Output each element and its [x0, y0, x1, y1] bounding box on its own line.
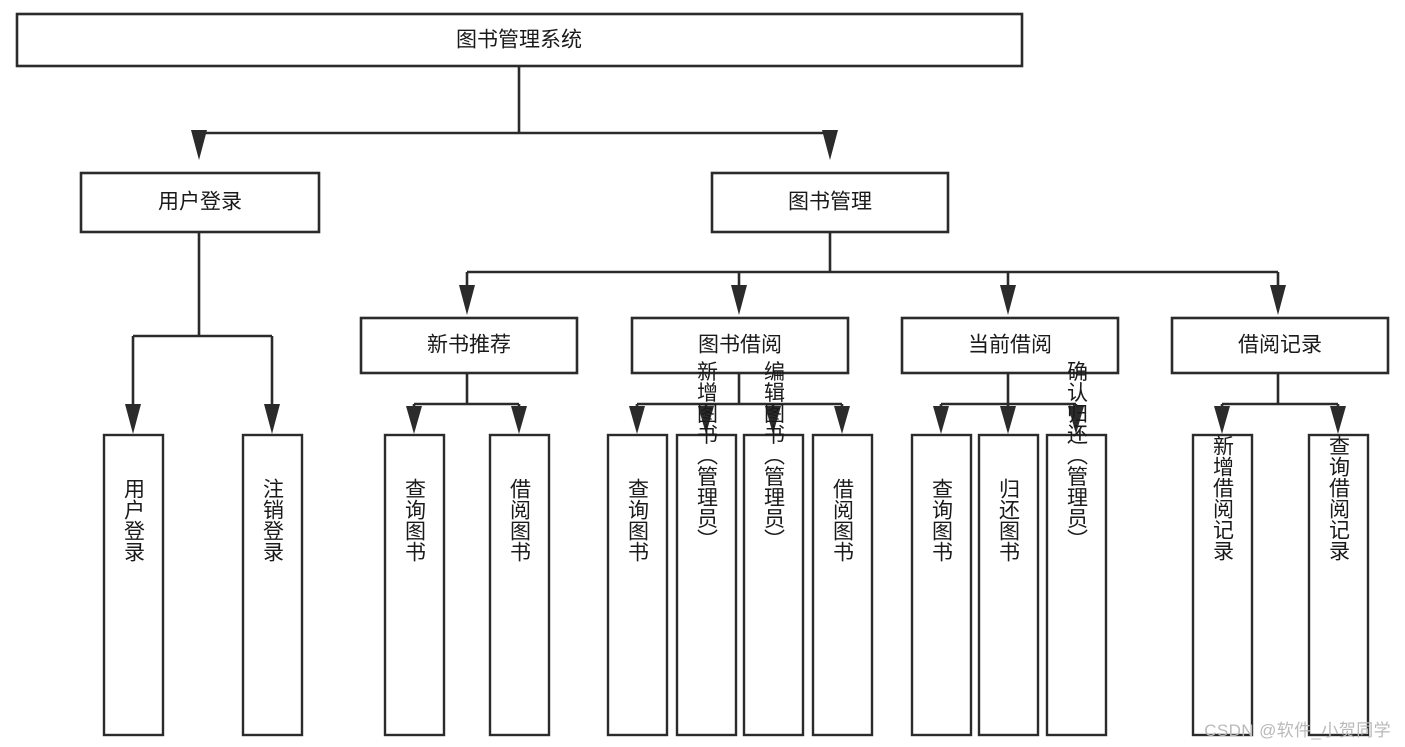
leaf-user-logout-box[interactable] — [241, 433, 304, 737]
leaf-user-logout[interactable]: 注销登录 — [241, 433, 304, 737]
arrow-to-leaf-user-login-icon — [125, 404, 141, 434]
arrow-to-new-book-recommend-icon — [459, 285, 475, 315]
arrow-to-borrow-record-icon — [1270, 285, 1286, 315]
leaf-query-book-2-label: 查询图书 — [626, 478, 650, 562]
connector-layer — [125, 66, 1346, 434]
node-book-borrow-label: 图书借阅 — [698, 334, 782, 357]
leaf-return-book-box[interactable] — [977, 433, 1040, 737]
leaf-borrow-book-1[interactable]: 借阅图书 — [488, 433, 551, 737]
leaf-query-book-2[interactable]: 查询图书 — [606, 433, 669, 737]
leaf-borrow-book-2-box[interactable] — [811, 433, 874, 737]
leaf-edit-book[interactable]: 编辑图书（管理员） — [742, 361, 805, 737]
arrow-to-leaf-query-book-1-icon — [406, 406, 422, 434]
leaf-query-book-3-box[interactable] — [910, 433, 973, 737]
leaf-user-logout-label: 注销登录 — [261, 478, 285, 562]
node-current-borrow[interactable]: 当前借阅 — [900, 316, 1120, 375]
node-new-book-recommend[interactable]: 新书推荐 — [359, 316, 579, 375]
arrow-to-leaf-user-logout-icon — [264, 404, 280, 434]
leaf-confirm-return[interactable]: 确认归还（管理员） — [1045, 361, 1108, 737]
node-user-login[interactable]: 用户登录 — [79, 171, 321, 234]
leaf-borrow-book-2-label: 借阅图书 — [831, 478, 855, 562]
node-user-login-box[interactable] — [79, 171, 321, 234]
arrow-to-leaf-add-book-icon — [698, 406, 714, 434]
leaf-confirm-return-box[interactable] — [1045, 433, 1108, 737]
arrow-to-book-borrow-icon — [731, 285, 747, 315]
arrow-to-leaf-return-book-icon — [1000, 406, 1016, 434]
arrow-to-leaf-query-book-3-icon — [933, 406, 949, 434]
node-borrow-record[interactable]: 借阅记录 — [1170, 316, 1390, 375]
node-book-borrow[interactable]: 图书借阅 — [630, 316, 850, 375]
leaf-borrow-book-2[interactable]: 借阅图书 — [811, 433, 874, 737]
leaf-return-book-label: 归还图书 — [997, 478, 1021, 562]
leaf-query-book-3-label: 查询图书 — [930, 478, 954, 562]
node-root-box[interactable] — [15, 12, 1024, 68]
leaf-query-record-label: 查询借阅记录 — [1327, 435, 1351, 561]
leaf-add-book[interactable]: 新增图书（管理员） — [675, 361, 738, 737]
arrow-to-current-borrow-icon — [1000, 285, 1016, 315]
arrow-to-leaf-edit-book-icon — [765, 406, 781, 434]
node-user-login-label: 用户登录 — [158, 191, 242, 214]
leaf-edit-book-label: 编辑图书（管理员） — [762, 361, 786, 550]
leaf-query-book-1-box[interactable] — [383, 433, 446, 737]
node-new-book-recommend-label: 新书推荐 — [427, 334, 511, 357]
node-borrow-record-label: 借阅记录 — [1238, 334, 1322, 357]
leaf-add-book-label: 新增图书（管理员） — [695, 361, 719, 550]
leaf-query-book-1[interactable]: 查询图书 — [383, 433, 446, 737]
leaf-edit-book-box[interactable] — [742, 433, 805, 737]
node-root-label: 图书管理系统 — [456, 29, 582, 52]
leaf-add-record-label: 新增借阅记录 — [1211, 435, 1235, 561]
leaf-user-login-label: 用户登录 — [122, 478, 146, 562]
arrow-to-leaf-borrow-book-2-icon — [834, 406, 850, 434]
node-borrow-record-box[interactable] — [1170, 316, 1390, 375]
leaf-query-record-box[interactable] — [1307, 433, 1370, 737]
leaf-add-book-box[interactable] — [675, 433, 738, 737]
arrow-to-leaf-query-record-icon — [1330, 406, 1346, 434]
node-current-borrow-label: 当前借阅 — [968, 334, 1052, 357]
leaf-query-record[interactable]: 查询借阅记录 — [1307, 433, 1370, 737]
leaf-return-book[interactable]: 归还图书 — [977, 433, 1040, 737]
leaf-user-login[interactable]: 用户登录 — [102, 433, 165, 737]
leaf-add-record-box[interactable] — [1191, 433, 1254, 737]
leaf-confirm-return-label: 确认归还（管理员） — [1065, 361, 1089, 550]
leaf-borrow-book-1-box[interactable] — [488, 433, 551, 737]
leaf-user-login-box[interactable] — [102, 433, 165, 737]
arrow-to-leaf-add-record-icon — [1214, 406, 1230, 434]
node-new-book-recommend-box[interactable] — [359, 316, 579, 375]
arrow-to-user-login-icon — [191, 130, 207, 160]
leaf-query-book-3[interactable]: 查询图书 — [910, 433, 973, 737]
node-book-management[interactable]: 图书管理 — [710, 171, 950, 234]
leaf-query-book-2-box[interactable] — [606, 433, 669, 737]
leaf-add-record[interactable]: 新增借阅记录 — [1191, 433, 1254, 737]
arrow-to-leaf-confirm-return-icon — [1068, 406, 1084, 434]
leaf-query-book-1-label: 查询图书 — [403, 478, 427, 562]
arrow-to-book-management-icon — [822, 130, 838, 160]
node-book-borrow-box[interactable] — [630, 316, 850, 375]
arrow-to-leaf-query-book-2-icon — [629, 406, 645, 434]
node-current-borrow-box[interactable] — [900, 316, 1120, 375]
node-book-management-box[interactable] — [710, 171, 950, 234]
leaf-borrow-book-1-label: 借阅图书 — [508, 478, 532, 562]
node-root[interactable]: 图书管理系统 — [15, 12, 1024, 68]
arrow-to-leaf-borrow-book-1-icon — [511, 406, 527, 434]
node-book-management-label: 图书管理 — [788, 191, 872, 214]
